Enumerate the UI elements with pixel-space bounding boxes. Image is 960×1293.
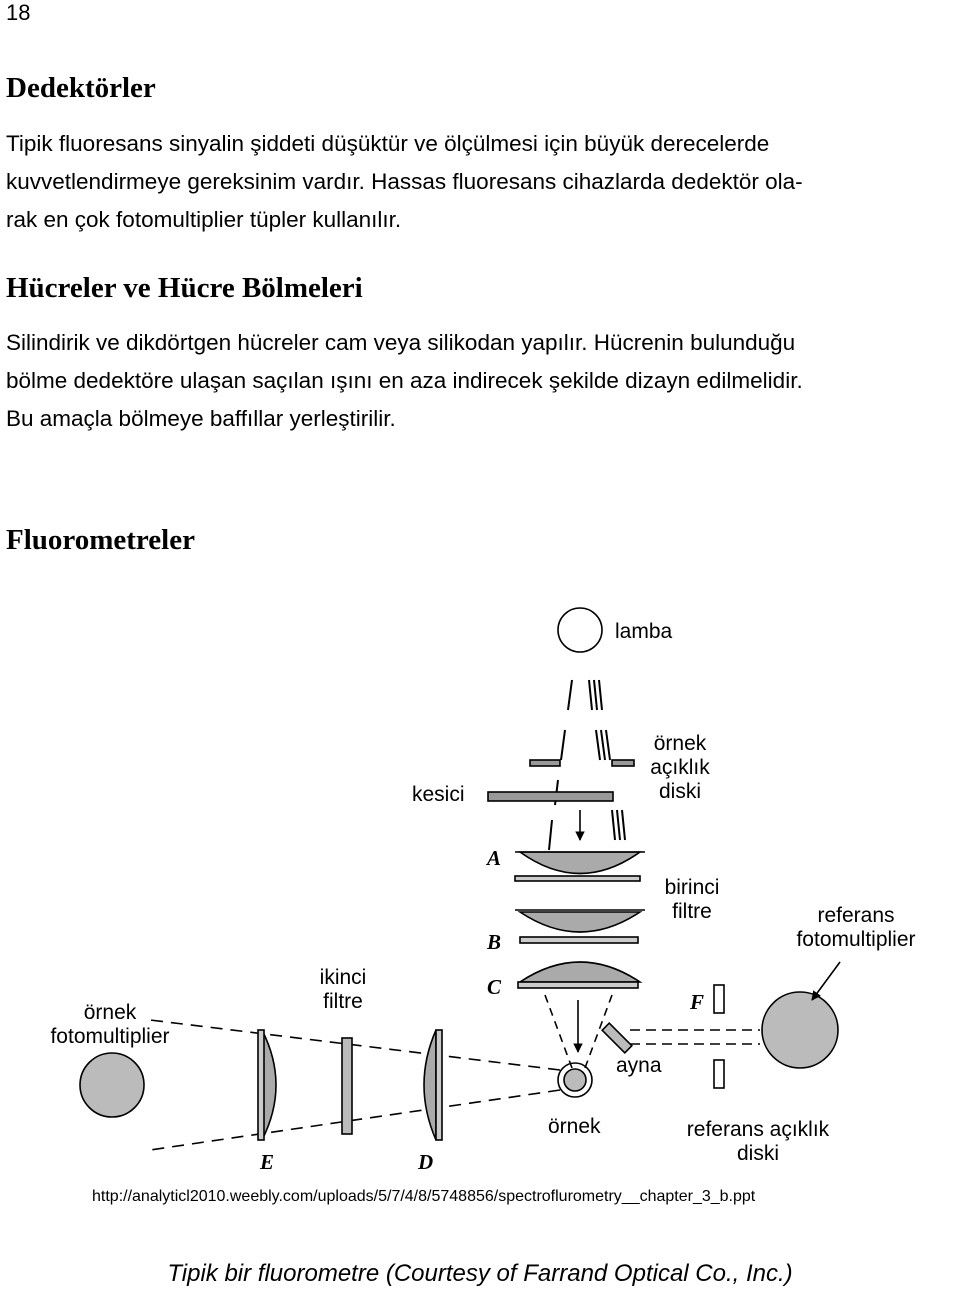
paragraph-detectors: Tipik fluoresans sinyalin şiddeti düşükt…	[6, 125, 956, 239]
label-line: açıklık	[650, 756, 710, 779]
figure-caption: Tipik bir fluorometre (Courtesy of Farra…	[167, 1260, 793, 1287]
text-line: bölme dedektöre ulaşan saçılan ışını en …	[6, 368, 803, 393]
text-line: Bu amaçla bölmeye baffıllar yerleştirili…	[6, 406, 396, 431]
label-mirror: ayna	[616, 1054, 662, 1077]
label-lamp: lamba	[615, 620, 673, 643]
label-sample-aperture: örnek açıklık diski	[645, 732, 715, 804]
label-first-filter: birinci filtre	[660, 876, 724, 924]
label-line: birinci	[664, 876, 720, 899]
lamp-bulb	[557, 607, 603, 653]
label-line: filtre	[323, 990, 363, 1013]
text-line: rak en çok fotomultiplier tüpler kullanı…	[6, 207, 402, 232]
letter-a: A	[487, 846, 502, 870]
letter-b: B	[487, 930, 502, 954]
label-line: diski	[658, 780, 701, 803]
label-line: diski	[736, 1142, 779, 1165]
aperture-plate-left	[529, 759, 561, 767]
aperture-plate-right	[611, 759, 635, 767]
text-line: Tipik fluoresans sinyalin şiddeti düşükt…	[6, 131, 770, 156]
text-line: kuvvetlendirmeye gereksinim vardır. Hass…	[6, 169, 803, 194]
label-line: örnek	[653, 732, 707, 755]
letter-f: F	[690, 990, 705, 1014]
paragraph-cells: Silindirik ve dikdörtgen hücreler cam ve…	[6, 324, 956, 438]
label-line: fotomultiplier	[50, 1025, 170, 1048]
label-line: fotomultiplier	[796, 928, 916, 951]
label-reference-aperture: referans açıklık diski	[678, 1118, 838, 1166]
text-line: Silindirik ve dikdörtgen hücreler cam ve…	[6, 330, 796, 355]
letter-c: C	[487, 975, 502, 999]
label-line: filtre	[672, 900, 712, 923]
source-url[interactable]: http://analyticl2010.weebly.com/uploads/…	[92, 1188, 756, 1205]
label-line: referans	[817, 904, 895, 927]
heading-cells: Hücreler ve Hücre Bölmeleri	[6, 272, 363, 304]
heading-detectors: Dedektörler	[6, 72, 156, 104]
letter-e: E	[260, 1150, 275, 1174]
fluorometer-diagram	[79, 607, 841, 1151]
label-second-filter: ikinci filtre	[312, 966, 374, 1014]
label-chopper: kesici	[412, 783, 465, 806]
chopper-plate	[487, 791, 614, 802]
heading-fluorometers: Fluorometreler	[6, 524, 195, 556]
label-line: ikinci	[319, 966, 367, 989]
label-reference-pm: referans fotomultiplier	[788, 904, 924, 952]
label-sample: örnek	[548, 1115, 601, 1138]
label-sample-pm: örnek fotomultiplier	[42, 1001, 178, 1049]
label-line: referans açıklık	[686, 1118, 830, 1141]
page-number: 18	[6, 0, 31, 25]
label-line: örnek	[83, 1001, 137, 1024]
letter-d: D	[418, 1150, 434, 1174]
